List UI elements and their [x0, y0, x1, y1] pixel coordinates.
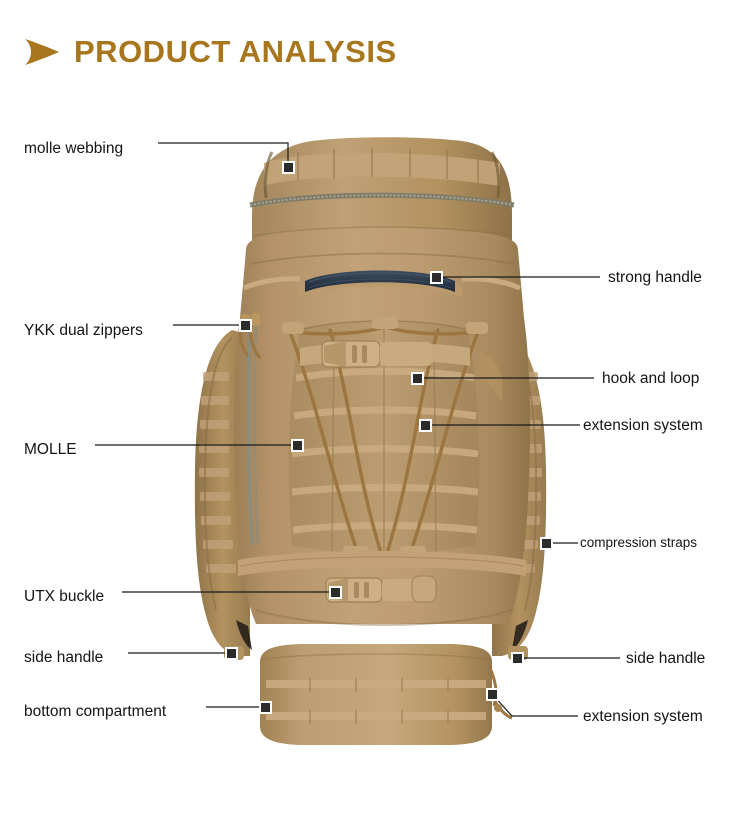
bottom-compartment — [260, 644, 513, 745]
callout-label-strong-handle: strong handle — [608, 269, 702, 286]
arrow-right-triangle-icon — [25, 39, 59, 65]
page-title: PRODUCT ANALYSIS — [24, 34, 397, 70]
callout-label-extension-system-bottom: extension system — [583, 708, 703, 725]
callout-label-bottom-compartment: bottom compartment — [24, 703, 167, 720]
molle-webbing-top — [264, 148, 500, 186]
callout-label-ykk-dual-zippers: YKK dual zippers — [24, 322, 143, 339]
molle-front-panel — [288, 320, 480, 554]
utx-buckle-lower[interactable] — [325, 575, 437, 603]
strong-handle[interactable] — [298, 270, 462, 298]
extension-system-cord — [488, 667, 513, 720]
main-body — [233, 228, 531, 650]
lid-zipper — [249, 192, 515, 208]
callout-label-molle-webbing: molle webbing — [24, 140, 124, 157]
top-lid — [249, 137, 515, 250]
callout-label-compression-straps: compression straps — [580, 535, 698, 550]
callout-label-extension-system-top: extension system — [583, 417, 703, 434]
callout-label-side-handle-left: side handle — [24, 649, 104, 666]
callout-label-utx-buckle: UTX buckle — [24, 588, 105, 605]
callout-label-molle: MOLLE — [24, 441, 77, 458]
compression-straps[interactable] — [238, 551, 526, 576]
callout-label-hook-and-loop: hook and loop — [602, 370, 700, 387]
page-title-text: PRODUCT ANALYSIS — [74, 34, 397, 69]
callout-label-side-handle-right: side handle — [626, 650, 706, 667]
utx-buckle-upper[interactable] — [300, 340, 470, 368]
